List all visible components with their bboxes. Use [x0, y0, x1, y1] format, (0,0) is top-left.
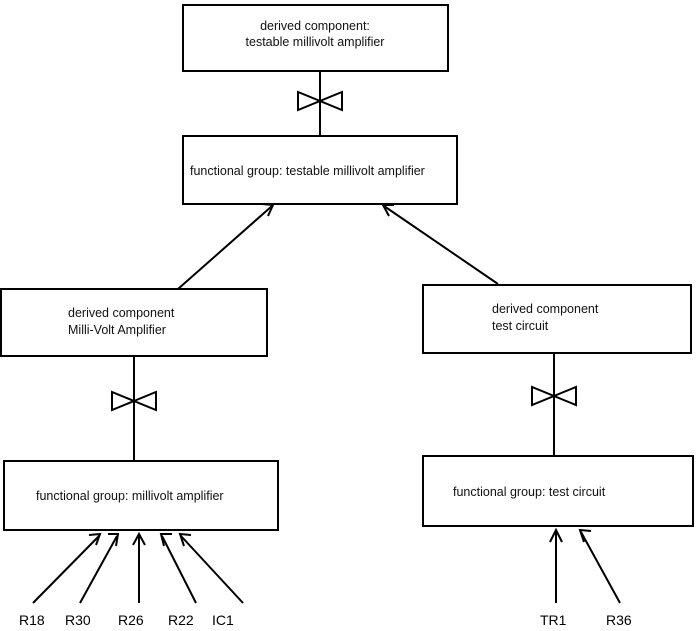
node-label-line1: functional group: testable millivolt amp…: [190, 164, 425, 178]
leaf-label-r30: R30: [65, 612, 91, 628]
connector-r30-to-fg-mv-amp: [79, 535, 118, 604]
leaf-label-r36: R36: [606, 612, 632, 628]
node-label-line2: test circuit: [492, 319, 549, 333]
node-fg-millivolt-amplifier[interactable]: functional group: millivolt amplifier: [3, 460, 279, 531]
node-label-line1: functional group: millivolt amplifier: [36, 489, 224, 503]
leaf-arrows-left: [32, 531, 244, 604]
leaf-label-tr1: TR1: [540, 612, 567, 628]
leaf-arrows-right: [549, 527, 621, 604]
connector-r22-to-fg-mv-amp: [161, 535, 197, 604]
bowtie-connector-right: [531, 385, 577, 407]
node-box-outline: [182, 135, 458, 205]
leaf-label-ic1: IC1: [212, 612, 234, 628]
arrowhead-r30: [108, 533, 120, 547]
node-label-line1: derived component: [68, 306, 175, 320]
node-fg-testable-millivolt-amplifier[interactable]: functional group: testable millivolt amp…: [182, 135, 458, 205]
leaf-label-r26: R26: [118, 612, 144, 628]
connector-r18-to-fg-mv-amp: [32, 535, 100, 604]
node-derived-test-circuit[interactable]: derived component test circuit: [422, 284, 692, 354]
arrowhead-ic1: [178, 532, 192, 547]
node-box-outline: [422, 284, 692, 354]
connector-test-circuit-to-fg-testable: [383, 205, 499, 285]
node-label-line2: testable millivolt amplifier: [246, 35, 385, 49]
node-label-line1: derived component:: [260, 19, 370, 33]
leaf-label-r22: R22: [168, 612, 194, 628]
arrowhead-r22: [159, 533, 172, 547]
bowtie-connector-top: [297, 90, 343, 112]
node-box-outline: [182, 4, 449, 72]
arrowhead-r36: [578, 528, 592, 543]
node-box-outline: [3, 460, 279, 531]
bowtie-connector-left: [111, 390, 157, 412]
arrowhead-tr1: [549, 527, 563, 543]
node-fg-test-circuit[interactable]: functional group: test circuit: [422, 455, 694, 527]
arrowhead-r18: [88, 532, 102, 546]
node-label-line2: Milli-Volt Amplifier: [68, 323, 166, 337]
node-label-line1: functional group: test circuit: [453, 485, 606, 499]
node-derived-testable-millivolt-amplifier[interactable]: derived component: testable millivolt am…: [182, 4, 449, 72]
connector-ic1-to-fg-mv-amp: [180, 535, 244, 604]
node-box-outline: [422, 455, 694, 527]
node-derived-milli-volt-amplifier[interactable]: derived component Milli-Volt Amplifier: [0, 288, 268, 357]
arrowhead-test-circuit-to-fg-testable: [381, 204, 394, 217]
arrowhead-r26: [132, 531, 146, 546]
node-label-line1: derived component: [492, 302, 599, 316]
node-box-outline: [0, 288, 268, 357]
connector-mv-amp-to-fg-testable: [177, 205, 273, 290]
leaf-label-r18: R18: [19, 612, 45, 628]
connector-r36-to-fg-test-circuit: [580, 531, 621, 604]
